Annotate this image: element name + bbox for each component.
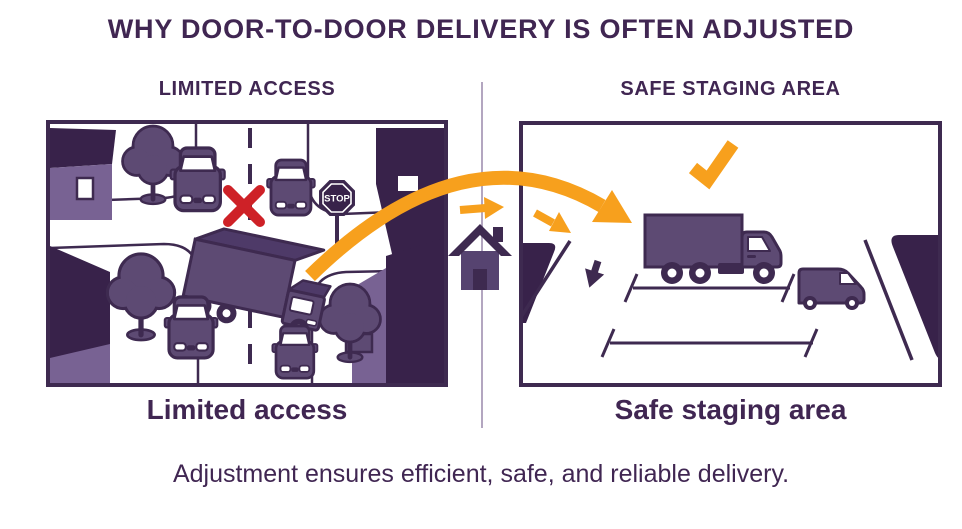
panel-header-limited-access: LIMITED ACCESS	[158, 78, 336, 100]
delivery-truck-icon	[643, 213, 783, 284]
stop-sign-text: STOP	[324, 194, 350, 205]
safe-staging-panel	[519, 121, 942, 387]
x-mark-icon	[223, 185, 265, 227]
down-arrow-icon	[585, 259, 605, 288]
limited-access-scene: STOP	[46, 120, 448, 387]
curb-left	[519, 240, 572, 324]
house-bottom-left	[50, 246, 110, 383]
page-title: WHY DOOR-TO-DOOR DELIVERY IS OFTEN ADJUS…	[107, 14, 855, 44]
stop-sign-icon: STOP	[319, 180, 355, 250]
car-icon	[271, 324, 319, 380]
staging-bay-lines	[600, 273, 819, 358]
van-icon	[797, 267, 866, 310]
house-top-left	[50, 128, 116, 220]
delivery-truck-icon	[181, 227, 332, 339]
right-arrow-icon	[459, 197, 504, 219]
footer-caption: Adjustment ensures efficient, safe, and …	[172, 460, 790, 488]
checkmark-icon	[688, 140, 739, 190]
label-limited-access: Limited access	[146, 394, 348, 425]
label-safe-staging: Safe staging area	[614, 394, 847, 425]
home-icon	[448, 224, 512, 290]
panel-header-safe-staging: SAFE STAGING AREA	[620, 78, 841, 100]
safe-staging-scene	[519, 121, 942, 387]
curb-right	[863, 235, 942, 361]
limited-access-panel: STOP	[46, 120, 448, 387]
